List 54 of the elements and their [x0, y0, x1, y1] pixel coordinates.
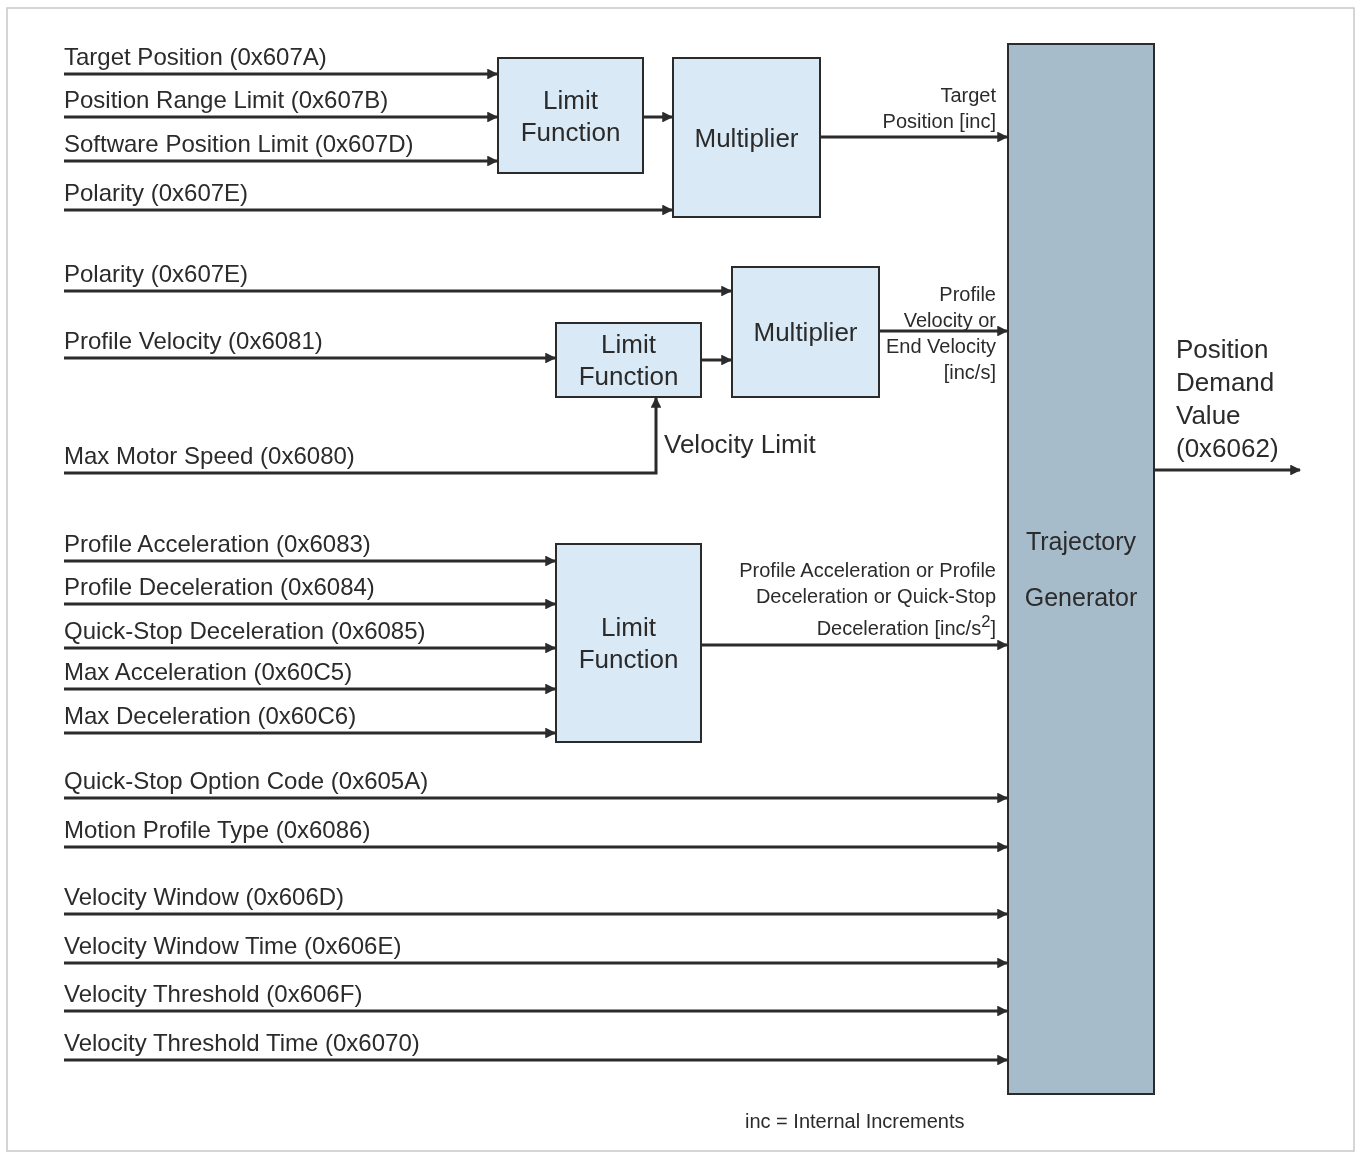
- input-label: Polarity (0x607E): [64, 259, 249, 291]
- input-label: Velocity Threshold Time (0x6070): [64, 1028, 420, 1060]
- process-box: Multiplier: [672, 57, 821, 218]
- edge-label: Target Position [inc]: [881, 83, 996, 134]
- process-box: Multiplier: [731, 266, 880, 398]
- arrow: [64, 396, 662, 475]
- input-label: Profile Acceleration (0x6083): [64, 529, 371, 561]
- arrow: [64, 352, 557, 364]
- arrow: [880, 325, 1009, 337]
- arrow: [64, 1054, 1009, 1066]
- input-label: Quick-Stop Deceleration (0x6085): [64, 616, 426, 648]
- edge-label: Profile Acceleration or Profile Deceleration or Quick-Stop Deceleration [inc/s$^{2}$]: [738, 558, 996, 641]
- input-label: Profile Velocity (0x6081): [64, 326, 323, 358]
- edge-label: Velocity Limit: [664, 428, 817, 460]
- process-box: Limit Function: [497, 57, 644, 174]
- arrow: [64, 204, 674, 216]
- arrow: [64, 908, 1009, 920]
- arrow: [64, 598, 557, 610]
- trajectory-generator-block: Trajectory Generator: [1007, 43, 1155, 1095]
- arrow: [64, 111, 499, 123]
- arrow: [1155, 464, 1302, 476]
- arrow: [702, 354, 733, 366]
- input-label: Motion Profile Type (0x6086): [64, 815, 371, 847]
- arrow: [702, 639, 1009, 651]
- input-label: Position Range Limit (0x607B): [64, 85, 389, 117]
- input-label: Software Position Limit (0x607D): [64, 129, 414, 161]
- edge-label: Profile Velocity or End Velocity [inc/s]: [884, 282, 996, 385]
- process-box: Limit Function: [555, 543, 702, 743]
- input-label: Profile Deceleration (0x6084): [64, 572, 375, 604]
- edge-label: Position Demand Value (0x6062): [1176, 333, 1280, 465]
- input-label: Max Acceleration (0x60C5): [64, 657, 353, 689]
- arrow: [64, 155, 499, 167]
- arrow: [64, 957, 1009, 969]
- input-label: Target Position (0x607A): [64, 42, 327, 74]
- arrow: [644, 111, 674, 123]
- arrow: [821, 131, 1009, 143]
- arrow: [64, 727, 557, 739]
- input-label: Max Deceleration (0x60C6): [64, 701, 357, 733]
- arrow: [64, 285, 733, 297]
- input-label: Velocity Threshold (0x606F): [64, 979, 363, 1011]
- arrow: [64, 792, 1009, 804]
- arrow: [64, 841, 1009, 853]
- arrow: [64, 1005, 1009, 1017]
- input-label: Quick-Stop Option Code (0x605A): [64, 766, 429, 798]
- input-label: Velocity Window (0x606D): [64, 882, 345, 914]
- note: inc = Internal Increments: [745, 1110, 965, 1133]
- input-label: Velocity Window Time (0x606E): [64, 931, 402, 963]
- arrow: [64, 68, 499, 80]
- arrow: [64, 555, 557, 567]
- arrow: [64, 642, 557, 654]
- process-box: Limit Function: [555, 322, 702, 398]
- input-label: Max Motor Speed (0x6080): [64, 441, 355, 473]
- arrow: [64, 683, 557, 695]
- input-label: Polarity (0x607E): [64, 178, 249, 210]
